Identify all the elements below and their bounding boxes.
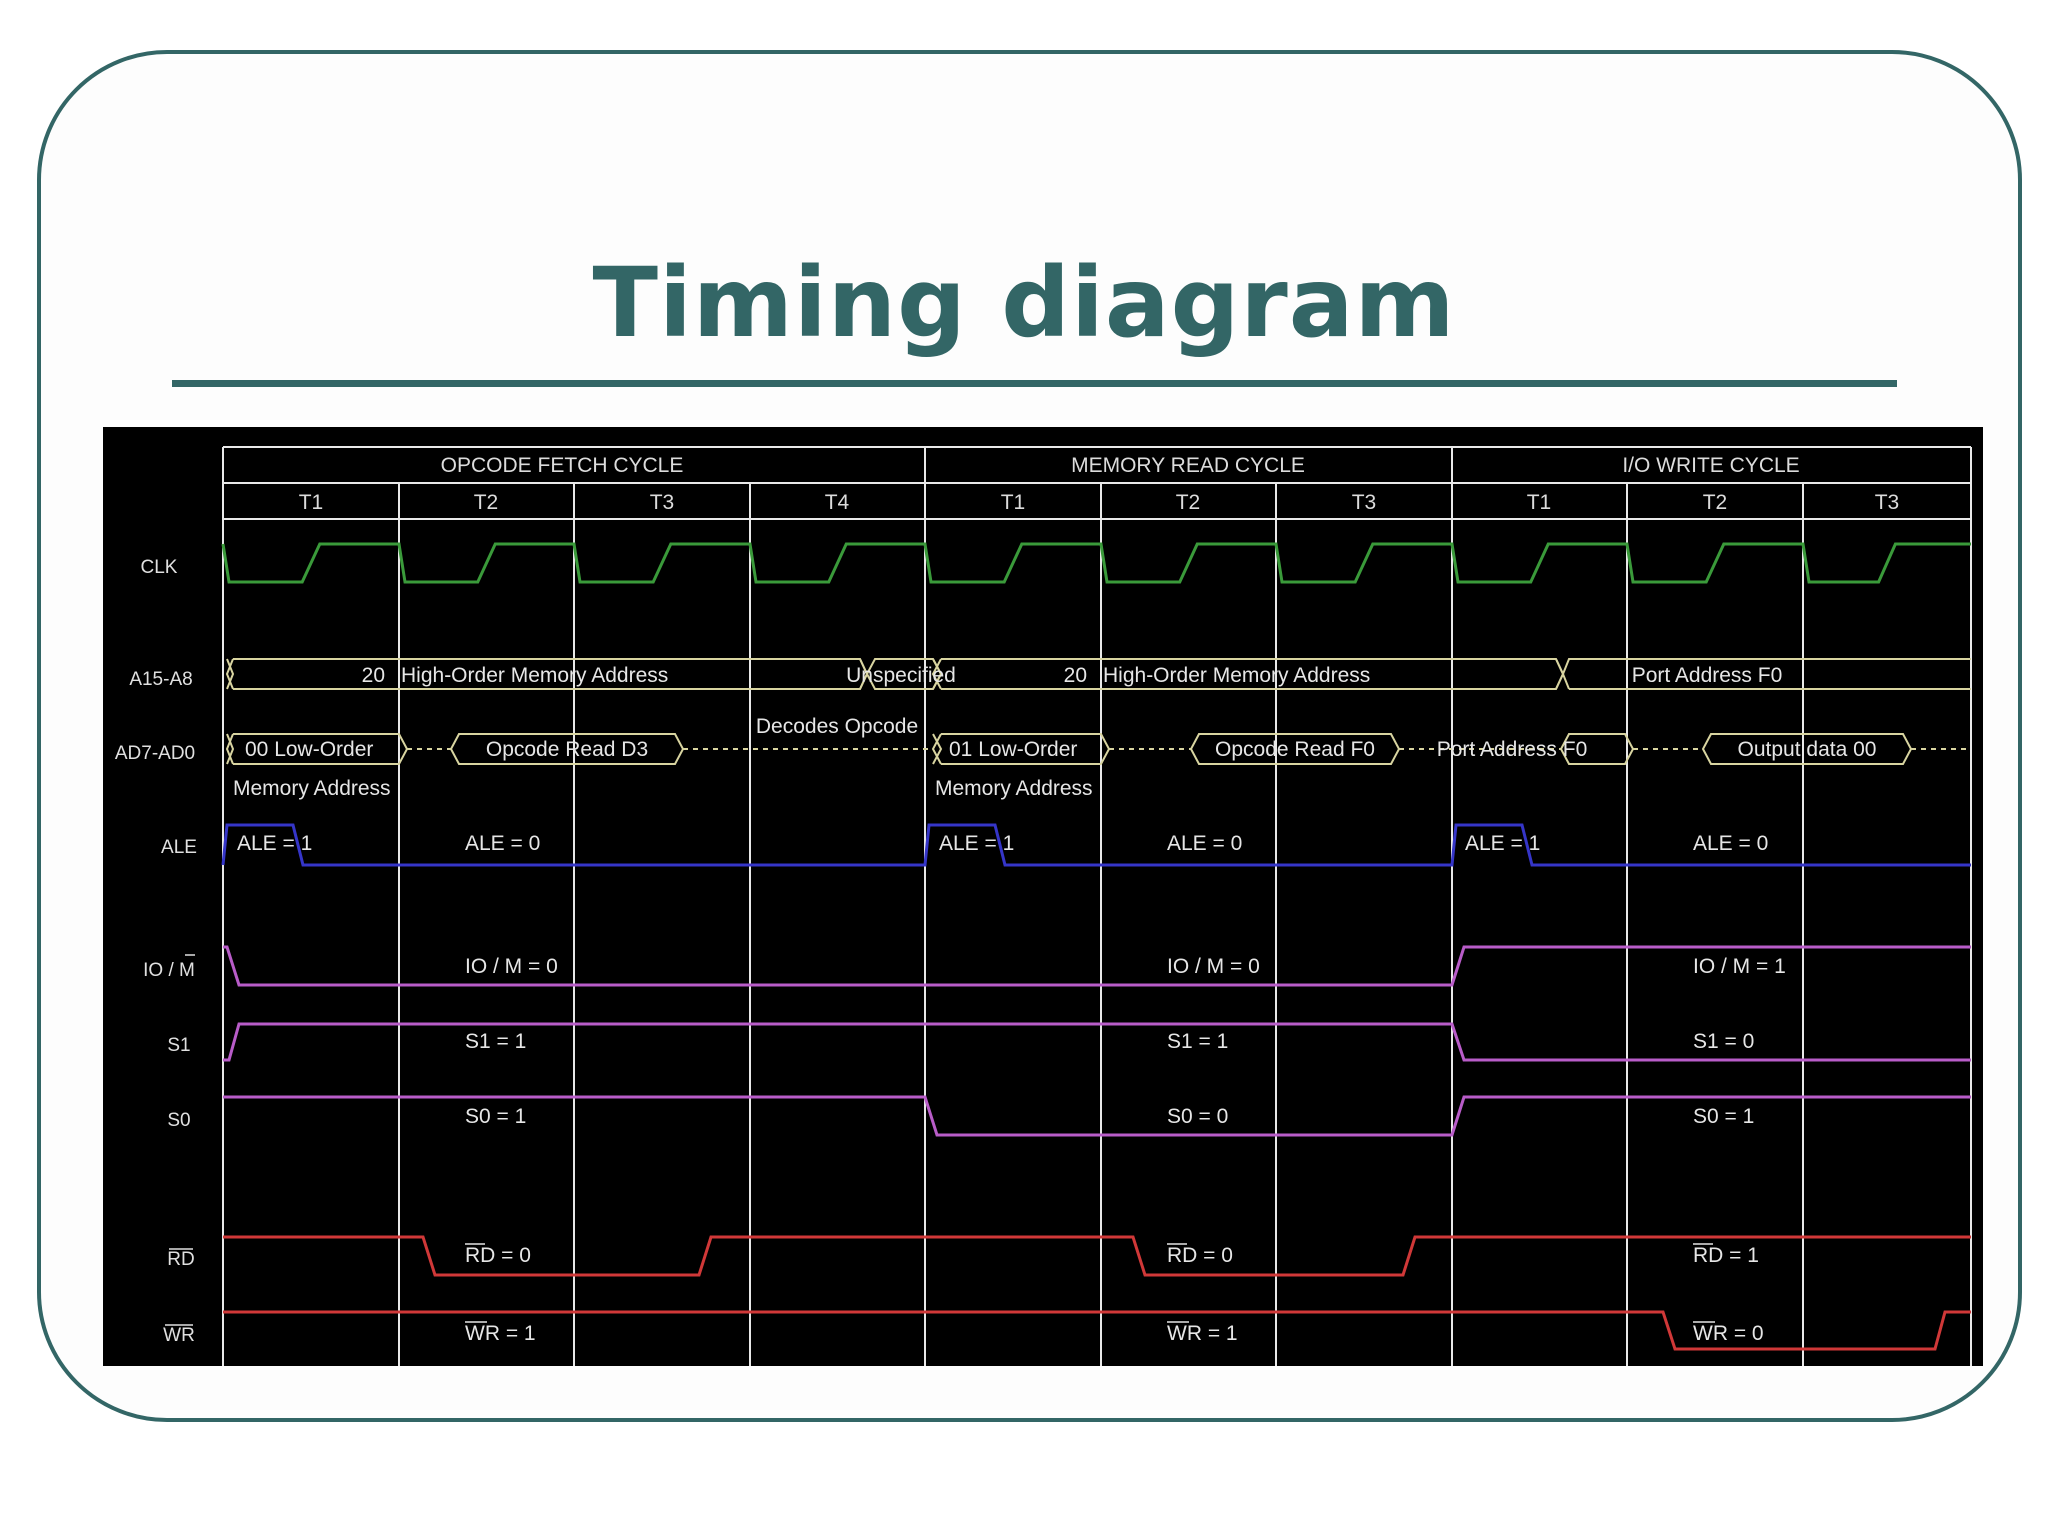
s1-waveform <box>223 1022 1971 1062</box>
a15-a8-value: 20 <box>1064 664 1087 687</box>
rd-waveform <box>223 1235 1971 1277</box>
s1-text: S1 = 0 <box>1693 1030 1754 1053</box>
state-label: T3 <box>1352 491 1377 514</box>
rd-text: RD = 0 <box>465 1244 531 1267</box>
s0-text: S0 = 1 <box>1693 1105 1754 1128</box>
timing-diagram: OPCODE FETCH CYCLE MEMORY READ CYCLE I/O… <box>103 427 1983 1366</box>
ale-text: ALE = 0 <box>1693 832 1768 855</box>
state-label: T3 <box>650 491 675 514</box>
s0-text: S0 = 0 <box>1167 1105 1228 1128</box>
signal-label-s1: S1 <box>167 1035 190 1056</box>
timing-diagram-svg: OPCODE FETCH CYCLE MEMORY READ CYCLE I/O… <box>115 446 1972 1366</box>
diagram-grid <box>222 446 1972 1366</box>
io-m-waveform <box>223 945 1971 987</box>
state-label: T1 <box>1527 491 1552 514</box>
ad7-ad0-text: Output data 00 <box>1738 738 1877 761</box>
ad7-ad0-subtext: Memory Address <box>935 777 1093 800</box>
io-m-text: IO / M = 0 <box>1167 955 1260 978</box>
state-label: T2 <box>1176 491 1201 514</box>
a15-a8-bus <box>225 658 1971 690</box>
signal-label-wr: WR <box>163 1325 195 1346</box>
ale-text: ALE = 1 <box>237 832 312 855</box>
slide-title: Timing diagram <box>592 247 1456 359</box>
signal-label-a15-a8: A15-A8 <box>129 669 192 690</box>
state-label: T2 <box>474 491 499 514</box>
ale-text: ALE = 1 <box>939 832 1014 855</box>
cycle-header-io-write: I/O WRITE CYCLE <box>1622 454 1799 477</box>
wr-waveform <box>223 1310 1971 1351</box>
ad7-ad0-text: Port Address F0 <box>1437 738 1588 761</box>
io-m-text: IO / M = 0 <box>465 955 558 978</box>
state-label: T1 <box>299 491 324 514</box>
ale-waveform <box>221 823 1971 867</box>
ad7-ad0-text: Decodes Opcode <box>756 715 918 738</box>
title-underline <box>172 380 1897 387</box>
state-label: T1 <box>1001 491 1026 514</box>
clk-waveform <box>221 542 1971 584</box>
rd-text: RD = 1 <box>1693 1244 1759 1267</box>
a15-a8-value: 20 <box>362 664 385 687</box>
ale-text: ALE = 1 <box>1465 832 1540 855</box>
signal-label-ale: ALE <box>161 837 197 858</box>
state-label: T4 <box>825 491 850 514</box>
state-label: T3 <box>1875 491 1900 514</box>
ad7-ad0-subtext: Memory Address <box>233 777 391 800</box>
io-m-text: IO / M = 1 <box>1693 955 1786 978</box>
state-label: T2 <box>1703 491 1728 514</box>
signal-label-rd: RD <box>167 1249 194 1270</box>
cycle-header-memory-read: MEMORY READ CYCLE <box>1071 454 1305 477</box>
a15-a8-text: Unspecified <box>846 664 956 687</box>
rd-text: RD = 0 <box>1167 1244 1233 1267</box>
wr-text: WR = 1 <box>465 1322 536 1345</box>
signal-label-io-m: IO / M <box>143 960 195 981</box>
s1-text: S1 = 1 <box>1167 1030 1228 1053</box>
ale-text: ALE = 0 <box>465 832 540 855</box>
signal-label-s0: S0 <box>167 1110 190 1131</box>
ad7-ad0-text: Opcode Read D3 <box>486 738 648 761</box>
s1-text: S1 = 1 <box>465 1030 526 1053</box>
wr-text: WR = 0 <box>1693 1322 1764 1345</box>
s0-text: S0 = 1 <box>465 1105 526 1128</box>
ad7-ad0-text: 01 Low-Order <box>949 738 1077 761</box>
a15-a8-text: High-Order Memory Address <box>1103 664 1370 687</box>
s0-waveform <box>223 1095 1971 1137</box>
a15-a8-text: Port Address F0 <box>1632 664 1783 687</box>
a15-a8-text: High-Order Memory Address <box>401 664 668 687</box>
ad7-ad0-text: 00 Low-Order <box>245 738 373 761</box>
wr-text: WR = 1 <box>1167 1322 1238 1345</box>
ad7-ad0-text: Opcode Read F0 <box>1215 738 1375 761</box>
cycle-header-opcode-fetch: OPCODE FETCH CYCLE <box>441 454 684 477</box>
signal-label-ad7-ad0: AD7-AD0 <box>115 743 195 764</box>
ale-text: ALE = 0 <box>1167 832 1242 855</box>
signal-label-clk: CLK <box>141 557 178 578</box>
